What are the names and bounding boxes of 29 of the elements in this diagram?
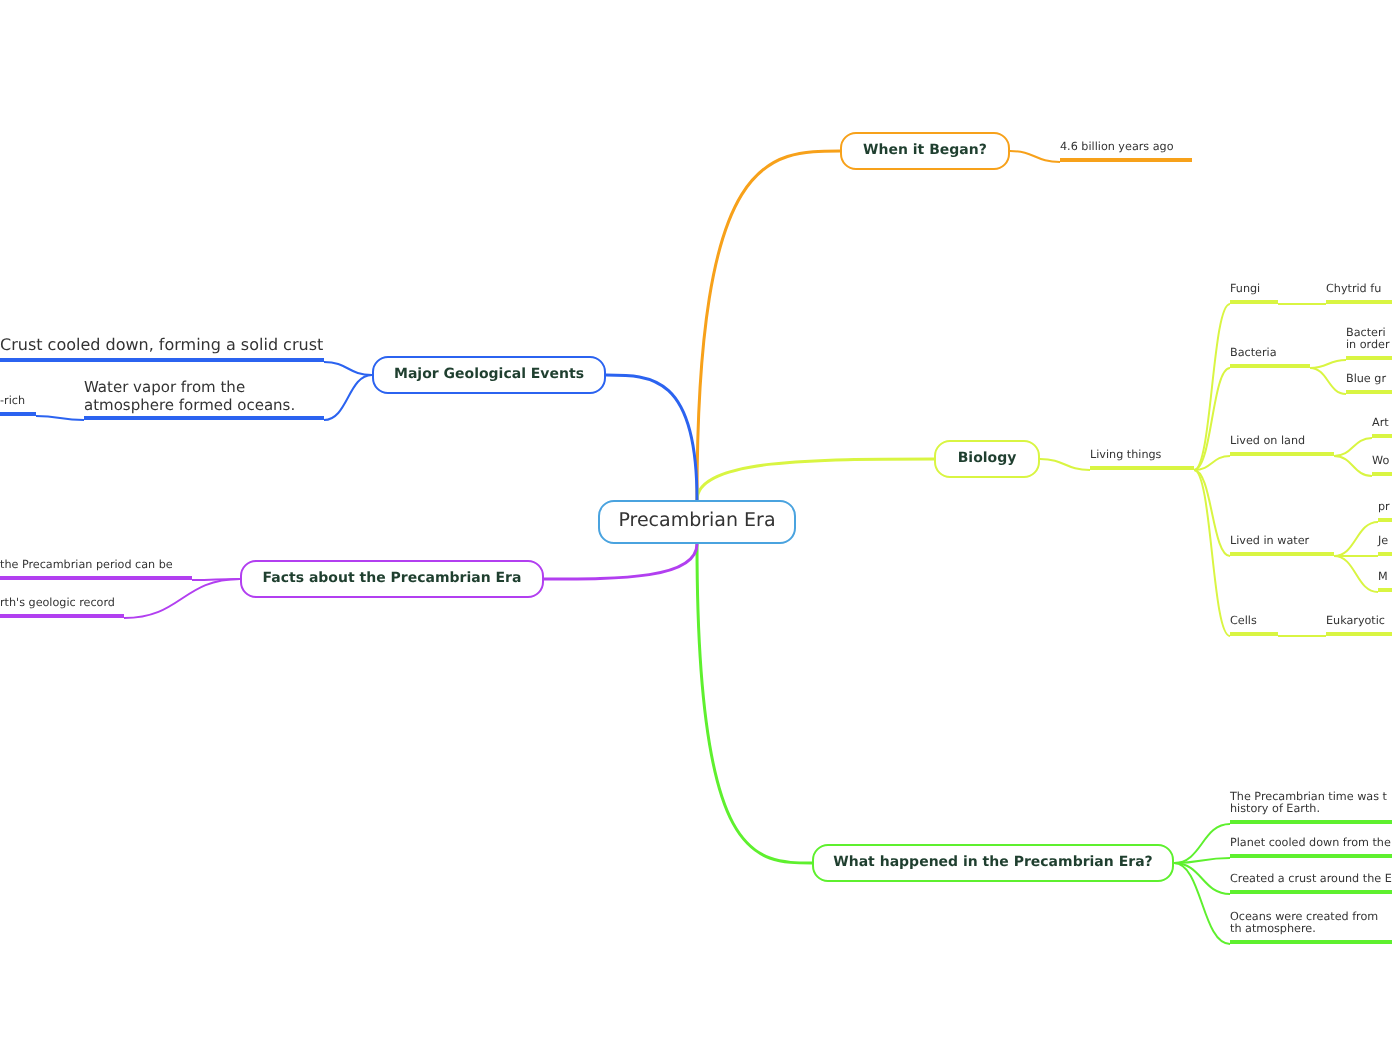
connector-line [123,578,241,619]
connector-line [1277,303,1327,305]
connector-line [1039,458,1091,471]
connector-line [606,373,699,501]
connector-line [1193,303,1231,471]
connector-line [1009,150,1061,163]
connector-line [1173,823,1231,864]
connector-line [1333,521,1379,557]
connector-line [1193,469,1231,557]
connector-line [1173,862,1231,945]
connector-line [323,361,373,376]
connector-line [35,415,85,421]
connector-line [1277,635,1327,637]
connector-line [695,457,934,501]
connector-line [1173,862,1231,895]
connector-line [1193,367,1231,471]
subtopic-label: Crust cooled down, forming a solid crust [0,330,324,362]
connector-line [323,374,373,421]
connector-line [695,543,812,865]
connector-line [544,543,699,581]
connector-line [1309,367,1347,395]
connector-line [1193,455,1231,471]
connector-line [1333,555,1379,557]
connector-line [1333,555,1379,593]
central-topic: Precambrian Era [598,500,796,544]
connector-line [1333,455,1373,477]
connector-line [1333,437,1373,457]
connector-line [1193,469,1231,637]
connector-line [1309,359,1347,369]
